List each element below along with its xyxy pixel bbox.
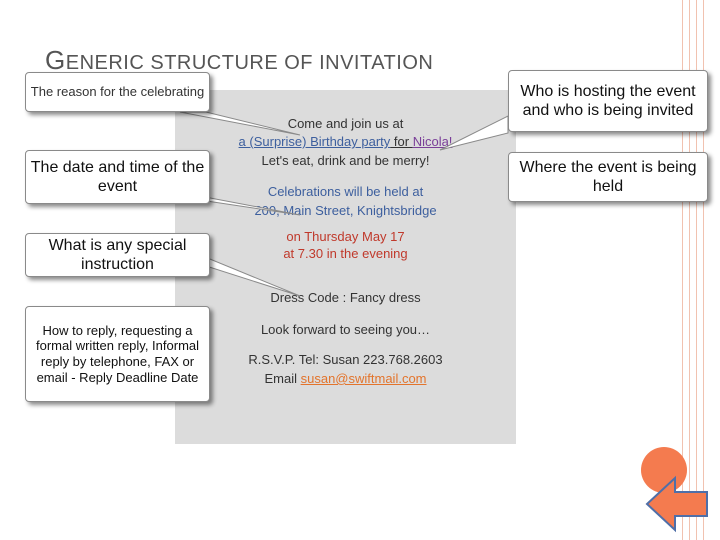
pointer-host	[439, 115, 509, 151]
invitation-card	[175, 90, 516, 444]
invitation-rsvp: R.S.V.P. Tel: Susan 223.768.2603	[248, 352, 443, 367]
invitation-email-label: Email	[264, 371, 301, 386]
title-rest: ENERIC STRUCTURE OF INVITATION	[65, 52, 434, 74]
back-arrow-icon[interactable]	[645, 475, 710, 533]
callout-where: Where the event is being held	[508, 152, 708, 202]
invitation-time-line: at 7.30 in the evening	[283, 246, 408, 261]
invitation-email-line: Email susan@swiftmail.com	[175, 368, 516, 390]
callout-reply: How to reply, requesting a formal writte…	[25, 306, 210, 402]
invitation-email-link[interactable]: susan@swiftmail.com	[300, 371, 427, 386]
decorative-border-lines	[682, 0, 704, 540]
invitation-closing: Look forward to seeing you…	[260, 322, 431, 337]
callout-reason: The reason for the celebrating	[25, 72, 210, 112]
invitation-venue-line-2[interactable]: 200, Main Street, Knightsbridge	[254, 203, 437, 218]
callout-datetime: The date and time of the event	[25, 150, 210, 204]
pointer-reason	[179, 111, 301, 136]
invitation-line-3: Let's eat, drink and be merry!	[261, 153, 430, 168]
callout-host: Who is hosting the event and who is bein…	[508, 70, 708, 132]
invitation-venue-line-1[interactable]: Celebrations will be held at	[267, 184, 424, 199]
invitation-date-line: on Thursday May 17	[286, 229, 405, 244]
callout-special: What is any special instruction	[25, 233, 210, 277]
decorative-orange-circle	[641, 447, 687, 493]
invitation-party-link[interactable]: a (Surprise) Birthday party	[238, 134, 391, 149]
invitation-dress-code: Dress Code : Fancy dress	[270, 290, 421, 305]
invitation-line-1: Come and join us at	[287, 116, 404, 131]
slide-title: GENERIC STRUCTURE OF INVITATION	[45, 45, 433, 76]
invitation-line-2: a (Surprise) Birthday party for Nicola!	[175, 131, 516, 153]
title-first-letter: G	[45, 45, 66, 75]
invitation-for-text: for	[390, 134, 413, 149]
invitation-name-link[interactable]: Nicola!	[412, 134, 453, 149]
